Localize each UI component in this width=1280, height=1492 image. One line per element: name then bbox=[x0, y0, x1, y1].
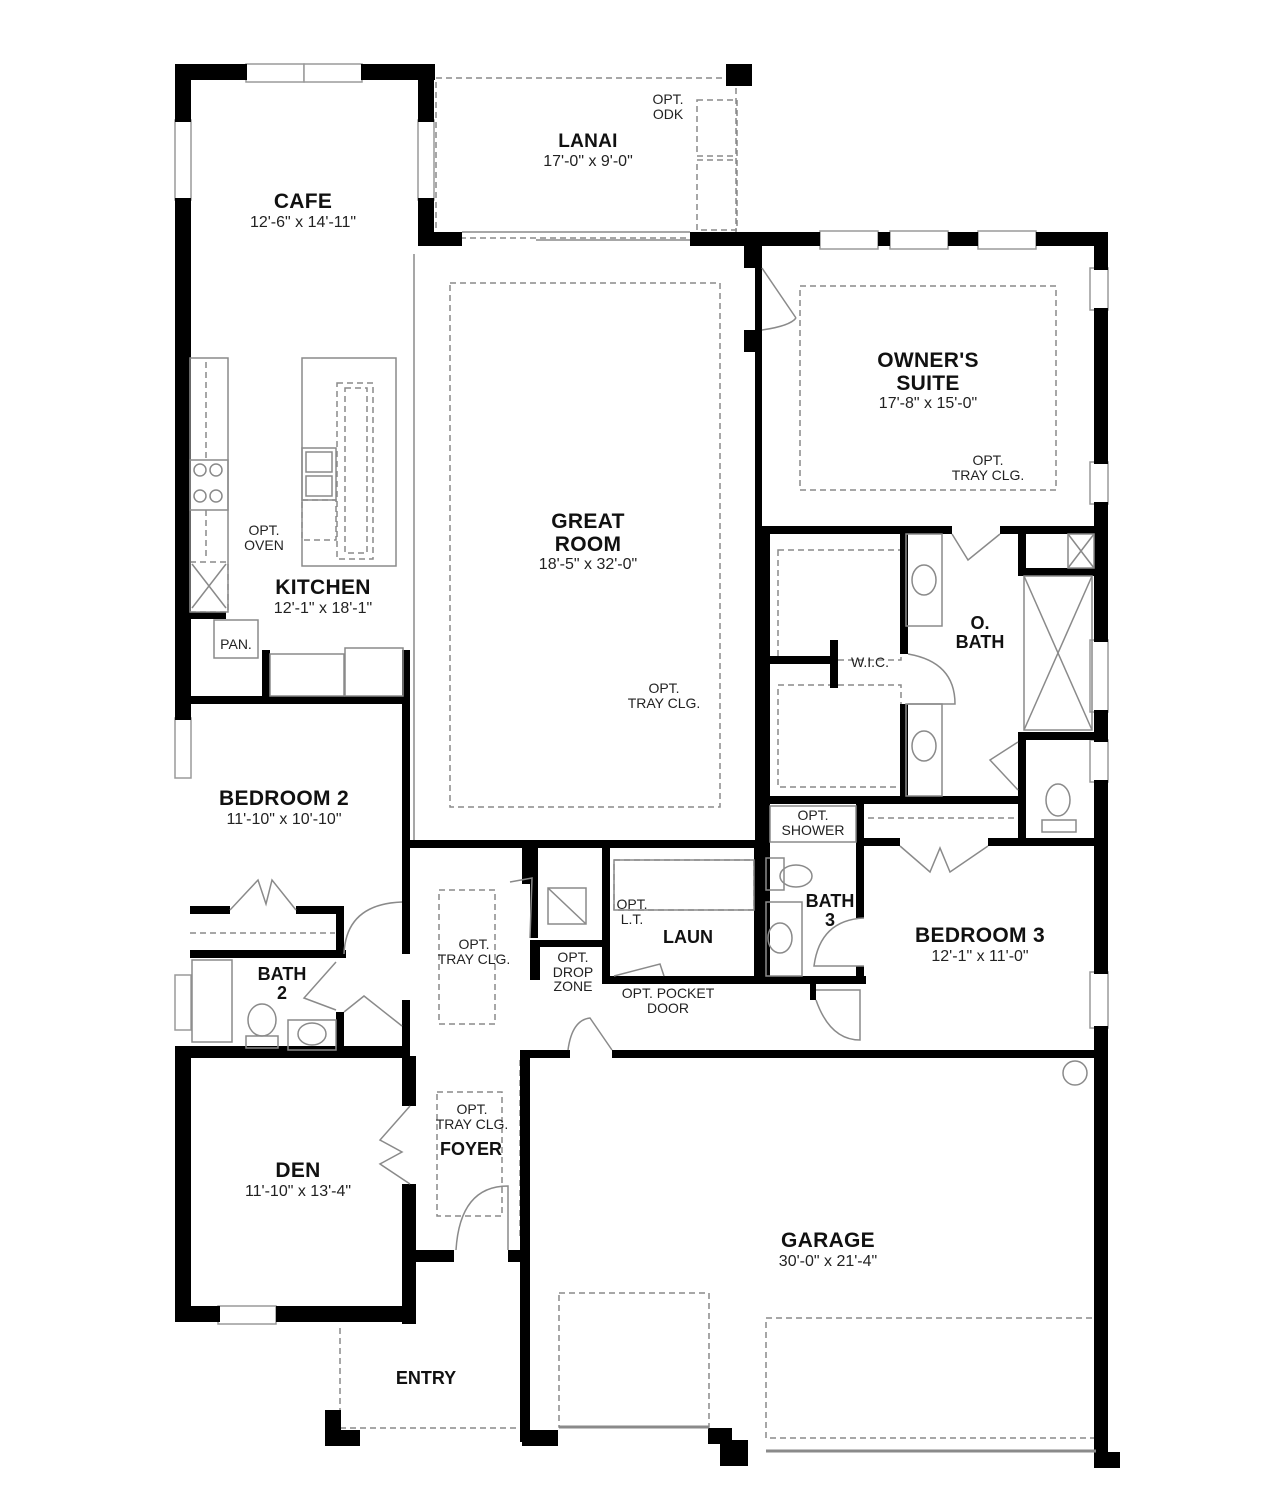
room-dimensions: 30'-0" x 21'-4" bbox=[778, 1252, 878, 1270]
room-bedroom-3: BEDROOM 3 12'-1" x 11'-0" bbox=[915, 924, 1045, 965]
note-opt-tray-foyer: OPT. TRAY CLG. bbox=[435, 1101, 509, 1132]
room-dimensions: 17'-8" x 15'-0" bbox=[878, 395, 978, 413]
room-den: DEN 11'-10" x 13'-4" bbox=[244, 1159, 352, 1200]
room-name: FOYER bbox=[439, 1139, 503, 1159]
room-name: 2 bbox=[276, 983, 287, 1004]
room-name: GREAT bbox=[551, 510, 625, 533]
room-bath-2: BATH 2 bbox=[257, 964, 307, 1004]
note-opt-shower: OPT. SHOWER bbox=[781, 807, 845, 838]
room-dimensions: 11'-10" x 10'-10" bbox=[226, 810, 342, 828]
room-lanai: LANAI 17'-0" x 9'-0" bbox=[543, 131, 633, 170]
note-opt-tray-hall: OPT. TRAY CLG. bbox=[437, 936, 511, 967]
room-name: LAUN bbox=[663, 927, 713, 947]
room-name: 3 bbox=[824, 910, 835, 931]
room-laundry: LAUN bbox=[663, 927, 713, 947]
room-dimensions: 12'-1" x 18'-1" bbox=[273, 599, 373, 617]
room-cafe: CAFE 12'-6" x 14'-11" bbox=[249, 190, 357, 231]
room-foyer: FOYER bbox=[439, 1139, 503, 1159]
room-bedroom-2: BEDROOM 2 11'-10" x 10'-10" bbox=[219, 787, 349, 828]
room-garage: GARAGE 30'-0" x 21'-4" bbox=[778, 1229, 878, 1270]
room-name: O. bbox=[970, 613, 990, 633]
room-dimensions: 17'-0" x 9'-0" bbox=[543, 152, 633, 170]
room-name: KITCHEN bbox=[275, 576, 371, 599]
room-name: GARAGE bbox=[781, 1229, 875, 1252]
room-pantry: PAN. bbox=[220, 636, 252, 652]
room-dimensions: 12'-1" x 11'-0" bbox=[931, 947, 1029, 965]
room-name: BATH bbox=[955, 632, 1005, 653]
room-name: BEDROOM 3 bbox=[915, 924, 1045, 947]
room-name: DEN bbox=[275, 1159, 321, 1182]
room-entry: ENTRY bbox=[395, 1368, 457, 1388]
room-owners-suite: OWNER'S SUITE 17'-8" x 15'-0" bbox=[877, 349, 979, 413]
room-name: LANAI bbox=[558, 131, 618, 152]
walls bbox=[175, 64, 1120, 1468]
note-opt-odk: OPT. ODK bbox=[652, 91, 684, 122]
room-name: BATH bbox=[257, 964, 307, 984]
windows bbox=[174, 63, 1109, 1325]
note-opt-pocket-door: OPT. POCKET DOOR bbox=[621, 985, 715, 1016]
note-opt-lt: OPT. L.T. bbox=[616, 896, 648, 927]
room-bath-3: BATH 3 bbox=[805, 891, 855, 931]
room-name: OWNER'S bbox=[877, 349, 979, 372]
room-name: SUITE bbox=[896, 371, 960, 395]
room-name: BEDROOM 2 bbox=[219, 787, 349, 810]
room-great-room: GREAT ROOM 18'-5" x 32'-0" bbox=[538, 510, 638, 574]
room-wic: W.I.C. bbox=[850, 654, 890, 670]
room-name: ENTRY bbox=[395, 1368, 457, 1388]
note-opt-tray-great: OPT. TRAY CLG. bbox=[627, 680, 701, 711]
fixtures bbox=[189, 231, 1096, 1453]
note-opt-drop-zone: OPT. DROP ZONE bbox=[552, 949, 594, 995]
room-kitchen: KITCHEN 12'-1" x 18'-1" bbox=[273, 576, 373, 617]
note-opt-tray-owner: OPT. TRAY CLG. bbox=[951, 452, 1025, 483]
room-name: CAFE bbox=[273, 190, 333, 213]
note-opt-oven: OPT. OVEN bbox=[244, 522, 284, 553]
room-dimensions: 11'-10" x 13'-4" bbox=[244, 1182, 352, 1200]
room-o-bath: O. BATH bbox=[955, 613, 1005, 653]
dashed-outlines bbox=[189, 77, 1097, 1439]
room-name: BATH bbox=[805, 891, 855, 911]
room-dimensions: 18'-5" x 32'-0" bbox=[538, 556, 638, 574]
room-name: ROOM bbox=[554, 532, 622, 556]
room-dimensions: 12'-6" x 14'-11" bbox=[249, 213, 357, 231]
